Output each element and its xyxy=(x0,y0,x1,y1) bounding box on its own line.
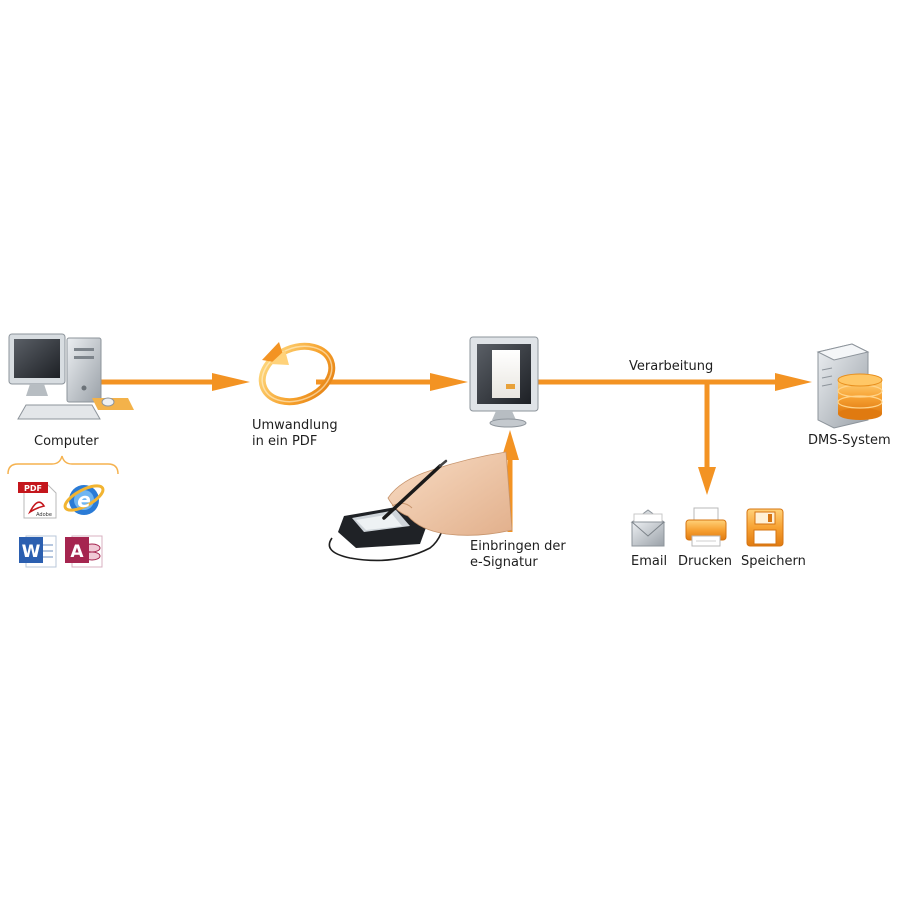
arrow-monitor-to-dms xyxy=(538,373,812,391)
floppy-disk-icon xyxy=(746,508,784,547)
adobe-pdf-icon: PDF Adobe xyxy=(18,482,57,519)
word-icon: W xyxy=(19,535,57,568)
signature-label-line1: Einbringen der xyxy=(470,539,566,554)
internet-explorer-icon: e xyxy=(63,484,105,515)
arrow-convert-to-monitor xyxy=(316,373,468,391)
save-label: Speichern xyxy=(741,554,806,569)
signature-label-line2: e-Signatur xyxy=(470,555,538,570)
monitor-document-icon xyxy=(469,336,539,428)
ie-letter: e xyxy=(77,488,91,512)
signature-pad-hand-icon xyxy=(328,451,513,562)
access-icon: A xyxy=(65,535,103,568)
desktop-computer-icon xyxy=(8,333,134,420)
print-label: Drucken xyxy=(678,554,733,569)
pdf-badge-text: PDF xyxy=(24,484,42,493)
access-letter: A xyxy=(70,542,84,562)
email-label: Email xyxy=(631,554,668,569)
orange-ring-arrow-icon xyxy=(258,342,336,406)
printer-icon xyxy=(685,507,727,547)
word-letter: W xyxy=(22,542,41,562)
adobe-subtext: Adobe xyxy=(36,512,52,518)
envelope-icon xyxy=(630,509,666,547)
app-group-brace xyxy=(7,455,119,475)
convert-label-line2: in ein PDF xyxy=(252,434,318,449)
computer-label: Computer xyxy=(34,434,99,449)
arrow-computer-to-convert xyxy=(98,373,250,391)
server-database-icon xyxy=(816,343,883,429)
convert-label-line1: Umwandlung xyxy=(252,418,338,433)
dms-label: DMS-System xyxy=(808,433,891,448)
processing-label: Verarbeitung xyxy=(629,359,714,374)
arrow-down-to-outputs xyxy=(698,382,716,495)
